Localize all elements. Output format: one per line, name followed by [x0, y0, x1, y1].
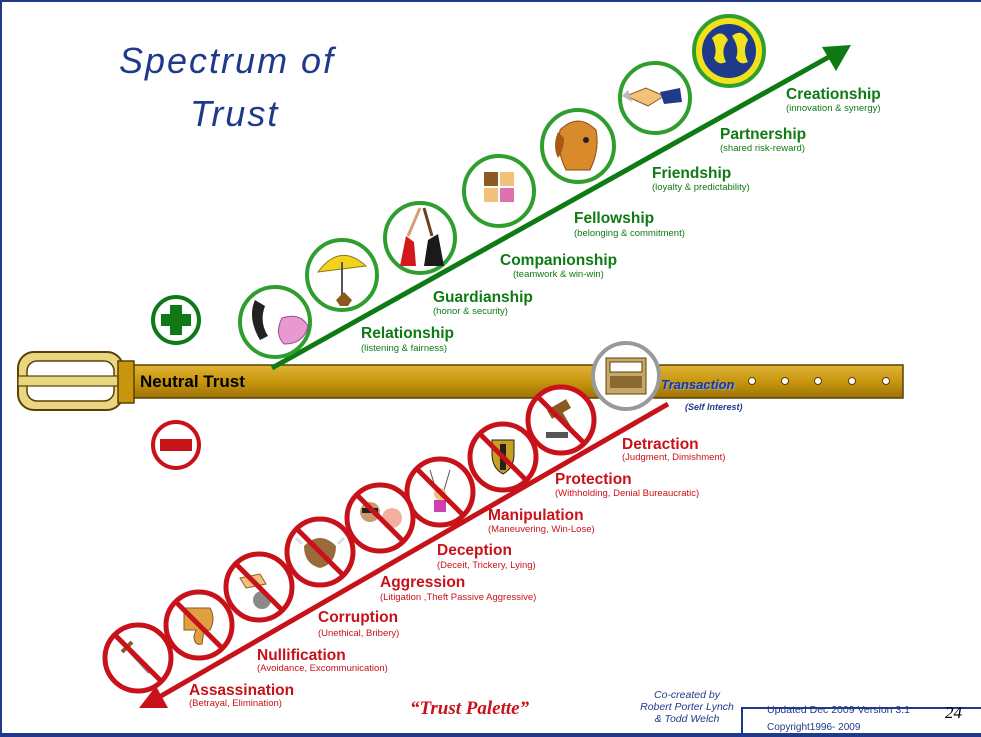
- dagger-icon: [102, 622, 174, 694]
- plus-icon: [151, 295, 201, 345]
- level-manipulation: Manipulation: [488, 507, 584, 524]
- level-assassination: Assassination: [189, 682, 295, 699]
- handshake-icon: [618, 61, 692, 135]
- level-relationship: Relationship: [361, 325, 455, 342]
- puppet-icon: [404, 456, 476, 528]
- neutral-trust-label: Neutral Trust: [140, 372, 245, 391]
- level-detraction: Detraction: [622, 436, 699, 453]
- level-manipulation-sub: (Maneuvering, Win-Lose): [488, 524, 595, 535]
- dog-icon: [540, 108, 616, 184]
- level-fellowship: Fellowship: [574, 210, 655, 227]
- bull-icon: [284, 516, 356, 588]
- credit-line-3: & Todd Welch: [654, 713, 720, 725]
- level-partnership: Partnership: [720, 126, 807, 143]
- credit-line-1: Co-created by: [654, 689, 720, 701]
- level-assassination-sub: (Betrayal, Elimination): [189, 698, 282, 709]
- positive-arrow: [270, 45, 851, 371]
- thumbs-down-icon: [163, 589, 235, 661]
- credit-block: Co-created by Robert Porter Lynch & Todd…: [617, 689, 757, 725]
- level-creationship-sub: (innovation & synergy): [786, 103, 881, 114]
- level-companionship-sub: (teamwork & win-win): [513, 269, 604, 280]
- cash-register-icon: [591, 341, 661, 411]
- bribe-icon: [223, 551, 295, 623]
- belt-holes: [748, 377, 890, 385]
- negative-arrow: [139, 401, 670, 708]
- minus-icon: [151, 420, 201, 470]
- level-friendship-sub: (loyalty & predictability): [652, 182, 750, 193]
- copyright-note: Copyright1996- 2009: [767, 722, 861, 733]
- level-deception-sub: (Deceit, Trickery, Lying): [437, 560, 536, 571]
- page-number: 24: [945, 703, 962, 722]
- footer-bottom-bar: [0, 733, 981, 737]
- level-relationship-sub: (listening & fairness): [361, 343, 448, 354]
- level-guardianship: Guardianship: [433, 289, 533, 306]
- level-protection-sub: (Withholding, Denial Bureaucratic): [555, 488, 700, 499]
- footer-divider-vertical: [741, 707, 743, 737]
- level-companionship: Companionship: [500, 252, 618, 269]
- level-aggression-sub: (Litigation ,Theft Passive Aggressive): [380, 592, 537, 603]
- umbrella-icon: [305, 238, 379, 312]
- telephone-icon: [238, 285, 312, 359]
- masked-figures-icon: [344, 482, 416, 554]
- shield-knight-icon: [467, 421, 539, 493]
- updated-note: Updated Dec 2009 Version 3.1: [767, 704, 911, 716]
- level-nullification-sub: (Avoidance, Excommunication): [257, 663, 388, 674]
- belt: [17, 351, 904, 411]
- trust-palette-label: “Trust Palette”: [410, 698, 530, 719]
- footer-divider: [741, 707, 981, 709]
- transaction-sub: (Self Interest): [685, 402, 743, 412]
- title-line-1: Spectrum of: [119, 40, 336, 81]
- transaction-label: Transaction: [661, 377, 735, 392]
- level-corruption: Corruption: [318, 609, 399, 626]
- level-creationship: Creationship: [786, 86, 881, 103]
- credit-line-2: Robert Porter Lynch: [640, 701, 734, 713]
- gavel-icon: [525, 384, 597, 456]
- level-corruption-sub: (Unethical, Bribery): [318, 628, 400, 639]
- level-deception: Deception: [437, 542, 512, 559]
- level-friendship: Friendship: [652, 165, 732, 182]
- level-detraction-sub: (Judgment, Dimishment): [622, 452, 726, 463]
- level-partnership-sub: (shared risk-reward): [720, 143, 805, 154]
- level-guardianship-sub: (honor & security): [433, 306, 508, 317]
- linked-hands-icon: [462, 154, 536, 228]
- level-fellowship-sub: (belonging & commitment): [574, 228, 685, 239]
- raised-hands-icon: [383, 201, 457, 275]
- level-nullification: Nullification: [257, 647, 346, 664]
- level-protection: Protection: [555, 471, 632, 488]
- synergy-logo-icon: [692, 14, 766, 88]
- level-aggression: Aggression: [380, 574, 466, 591]
- title-line-2: Trust: [190, 93, 280, 134]
